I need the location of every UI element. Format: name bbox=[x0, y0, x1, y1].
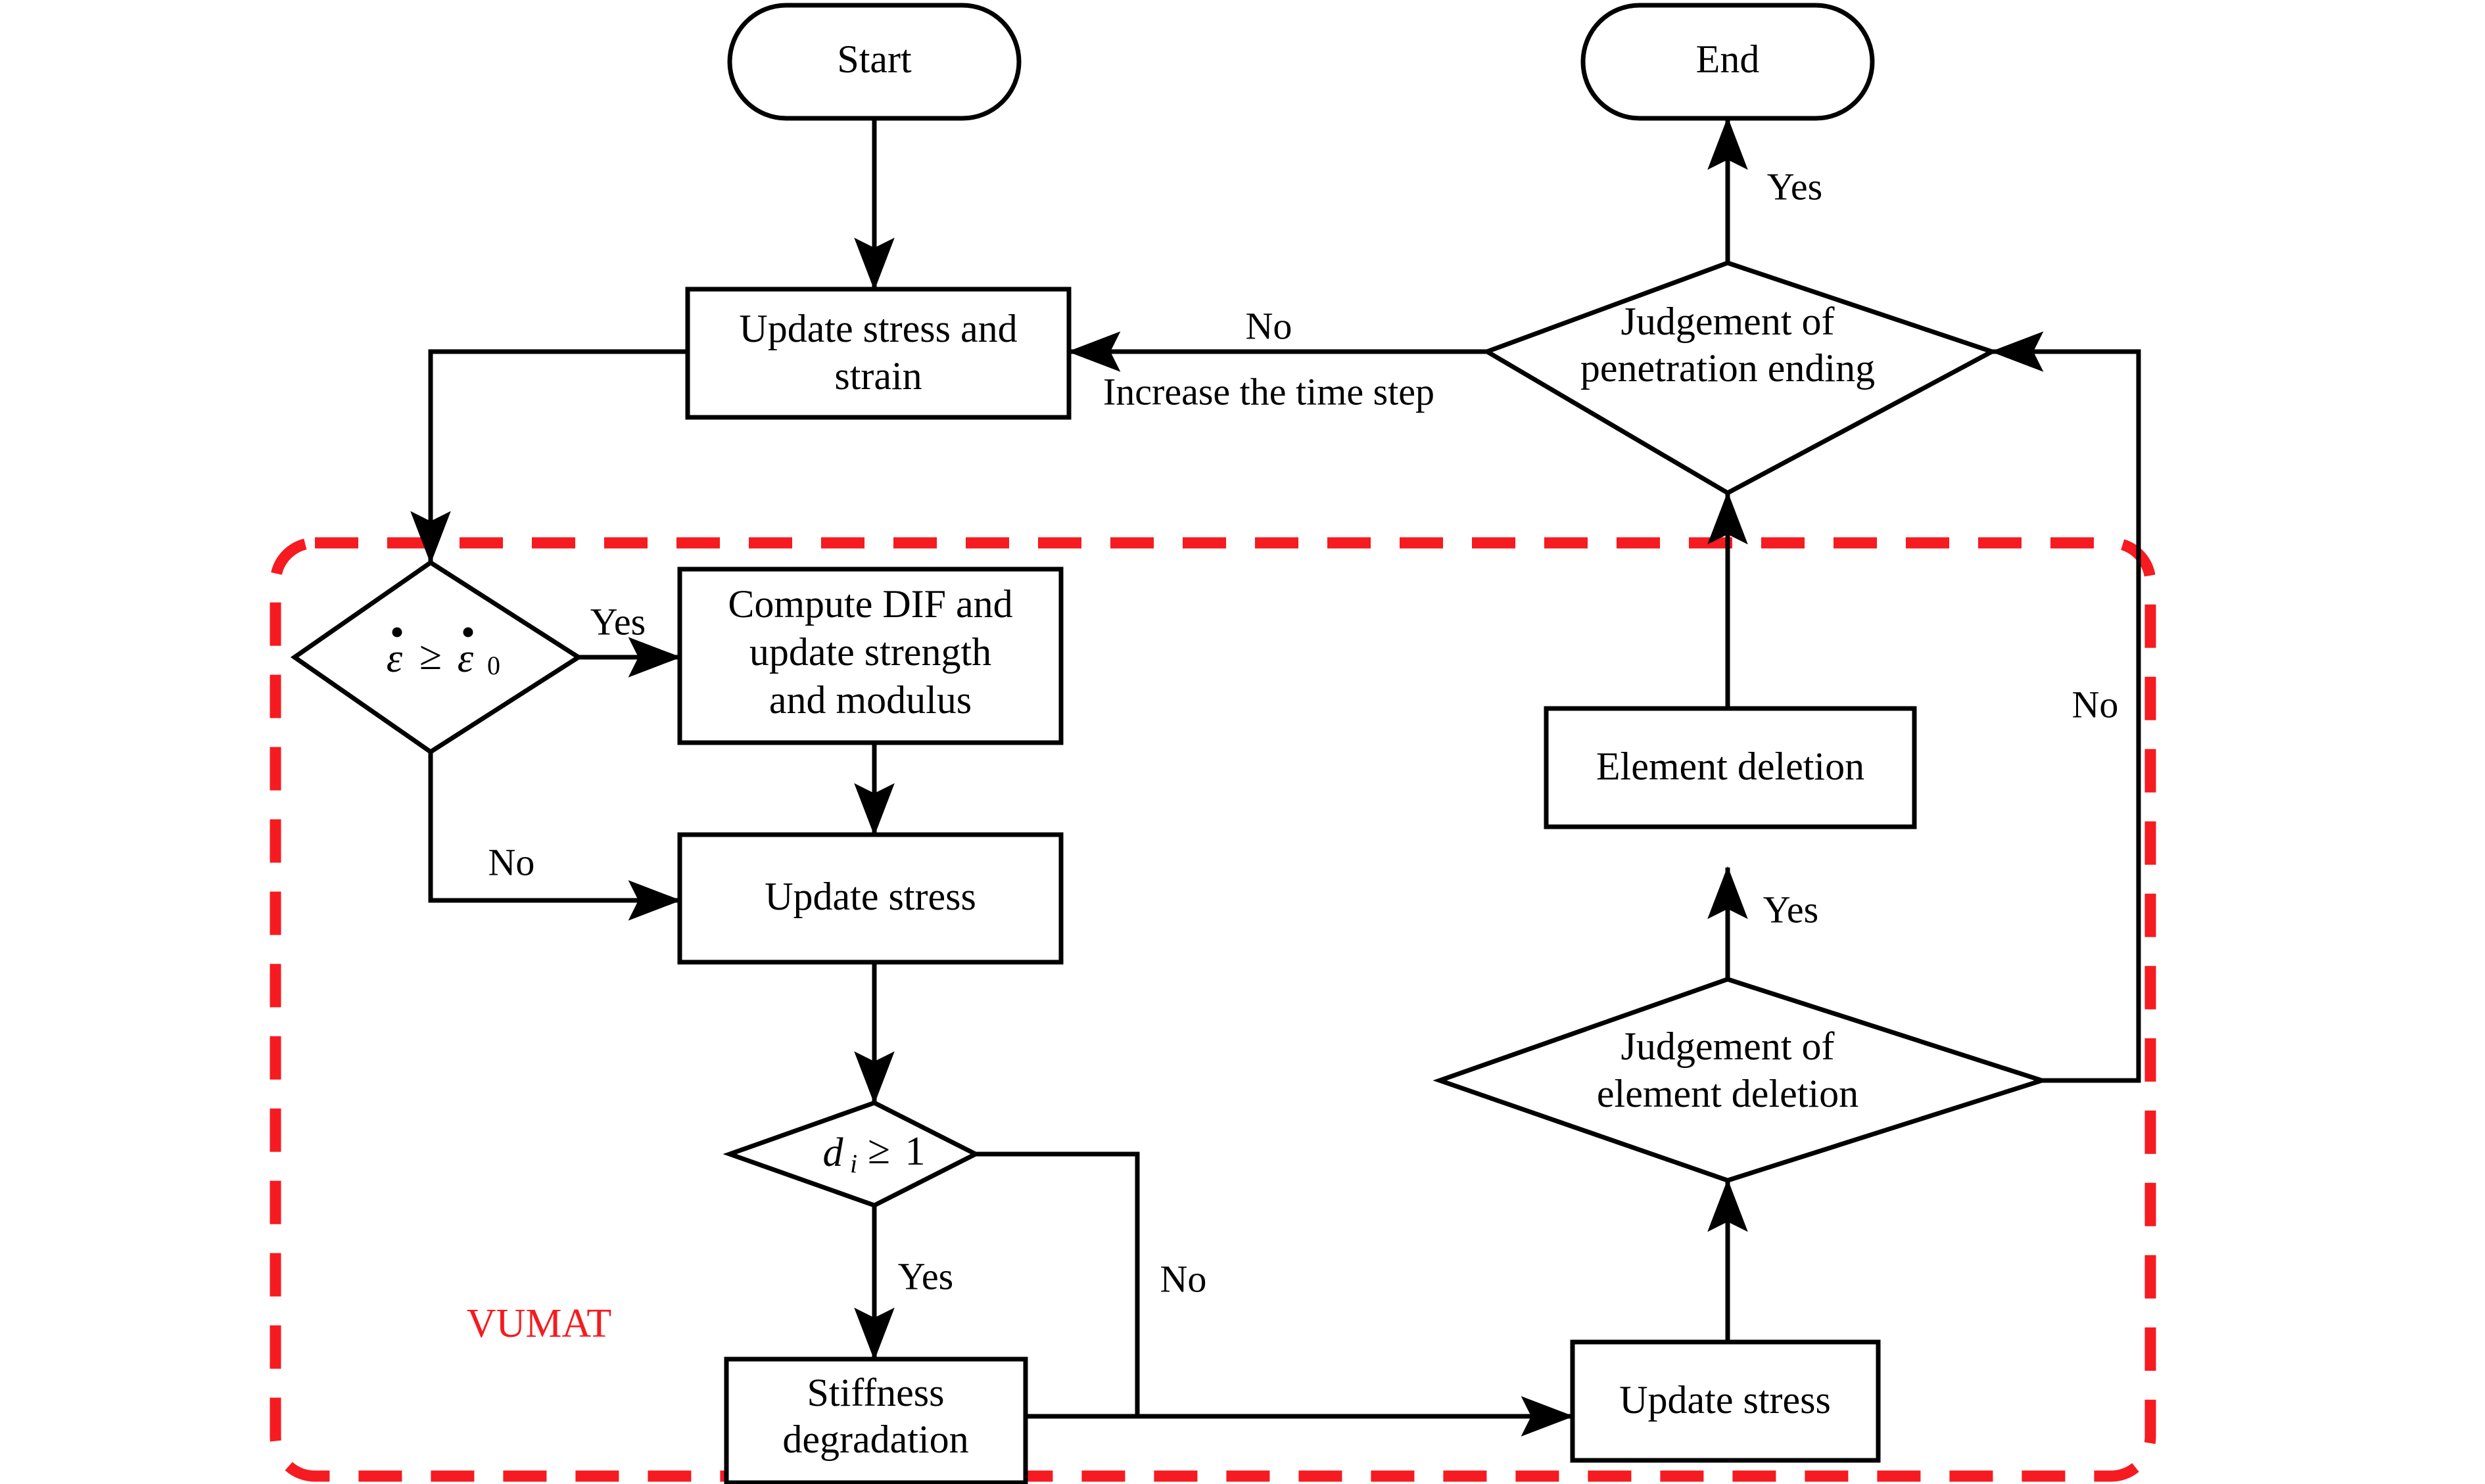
node-stiffness-degradation-label-line2: degradation bbox=[782, 1418, 968, 1461]
edge-deletion-no-to-penetration-judgement bbox=[1990, 331, 2141, 1083]
edge-label-strain-rate-yes: Yes bbox=[590, 600, 646, 643]
node-element-deletion-label: Element deletion bbox=[1596, 745, 1864, 788]
svg-text:i: i bbox=[850, 1149, 857, 1178]
node-update-stress-mid-label: Update stress bbox=[765, 875, 976, 918]
node-update-stress-mid[interactable] bbox=[677, 832, 1064, 965]
svg-text:1: 1 bbox=[905, 1129, 926, 1174]
node-judge-penetration-label-line2: penetration ending bbox=[1580, 346, 1875, 390]
node-damage-check[interactable] bbox=[722, 1100, 981, 1208]
node-update-stress-strain-label-line2: strain bbox=[834, 354, 922, 398]
vumat-group-label: VUMAT bbox=[467, 1301, 611, 1346]
edge-label-deletion-no: No bbox=[2072, 683, 2119, 726]
node-element-deletion[interactable] bbox=[1544, 706, 1917, 829]
svg-text:0: 0 bbox=[487, 651, 500, 680]
node-stiffness-degradation-label-line1: Stiffness bbox=[807, 1371, 945, 1414]
svg-text:ε: ε bbox=[387, 636, 403, 681]
node-compute-dif-label-line2: update strength bbox=[749, 630, 991, 674]
node-damage-check-expression: d i ≥ 1 bbox=[823, 1128, 926, 1178]
node-update-stress-strain-label-line1: Update stress and bbox=[739, 307, 1017, 350]
node-start[interactable] bbox=[727, 3, 1022, 121]
edge-label-damage-no: No bbox=[1160, 1257, 1207, 1300]
vumat-group-box bbox=[270, 537, 2156, 1482]
node-judge-penetration-label-line1: Judgement of bbox=[1621, 300, 1835, 343]
node-stiffness-degradation[interactable] bbox=[724, 1356, 1028, 1484]
edge-label-damage-yes: Yes bbox=[898, 1255, 953, 1297]
edge-label-strain-rate-no: No bbox=[488, 841, 535, 883]
node-update-stress-bottom-label: Update stress bbox=[1619, 1378, 1831, 1422]
node-judge-element-deletion[interactable] bbox=[1432, 977, 2050, 1183]
edge-label-increase-time-step: Increase the time step bbox=[1103, 370, 1434, 413]
node-compute-dif-label-line3: and modulus bbox=[769, 678, 972, 722]
edge-update-stress-strain-to-strain-rate-check bbox=[410, 349, 688, 565]
node-end[interactable] bbox=[1580, 3, 1875, 121]
node-end-label: End bbox=[1696, 37, 1760, 81]
node-update-stress-bottom[interactable] bbox=[1570, 1339, 1881, 1463]
svg-text:ε: ε bbox=[458, 636, 474, 681]
edge-label-penetration-no: No bbox=[1246, 304, 1292, 347]
svg-text:d: d bbox=[823, 1130, 844, 1175]
edge-label-penetration-yes: Yes bbox=[1767, 165, 1822, 208]
node-judge-penetration[interactable] bbox=[1481, 260, 1998, 496]
edge-strain-rate-no-to-update-stress-mid bbox=[428, 752, 682, 921]
edge-damage-no-to-bottom-rail bbox=[976, 1151, 1140, 1416]
node-strain-rate-check-expression: ε ≥ ε 0 bbox=[387, 627, 500, 681]
node-compute-dif[interactable] bbox=[677, 567, 1064, 745]
svg-text:≥: ≥ bbox=[868, 1128, 890, 1172]
node-judge-element-deletion-label-line2: element deletion bbox=[1597, 1072, 1858, 1115]
node-judge-element-deletion-label-line1: Judgement of bbox=[1621, 1025, 1835, 1068]
svg-text:≥: ≥ bbox=[419, 634, 442, 678]
edge-label-deletion-yes: Yes bbox=[1763, 888, 1818, 931]
node-compute-dif-label-line1: Compute DIF and bbox=[728, 582, 1012, 626]
node-start-label: Start bbox=[837, 37, 912, 81]
node-update-stress-strain[interactable] bbox=[685, 287, 1072, 420]
node-strain-rate-check[interactable] bbox=[290, 559, 583, 755]
